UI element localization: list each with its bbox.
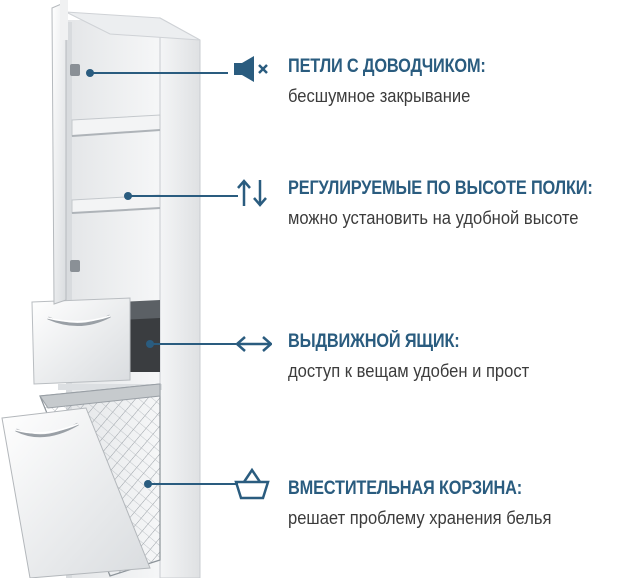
feature-description: решает проблему хранения белья (288, 508, 552, 528)
feature-title: РЕГУЛИРУЕМЫЕ ПО ВЫСОТЕ ПОЛКИ: (288, 178, 593, 199)
feature-title: ВЫДВИЖНОЙ ЯЩИК: (288, 331, 460, 352)
feature-description: доступ к вещам удобен и прост (288, 361, 530, 381)
feature-title: ВМЕСТИТЕЛЬНАЯ КОРЗИНА: (288, 478, 523, 499)
basket-icon (234, 467, 270, 500)
feature-description: бесшумное закрывание (288, 86, 471, 106)
mute-speaker-icon (234, 56, 268, 82)
feature-description: можно установить на удобной высоте (288, 208, 579, 228)
up-down-arrows-icon (237, 179, 267, 207)
feature-title: ПЕТЛИ С ДОВОДЧИКОМ: (288, 56, 486, 77)
left-right-arrow-icon (235, 336, 272, 352)
